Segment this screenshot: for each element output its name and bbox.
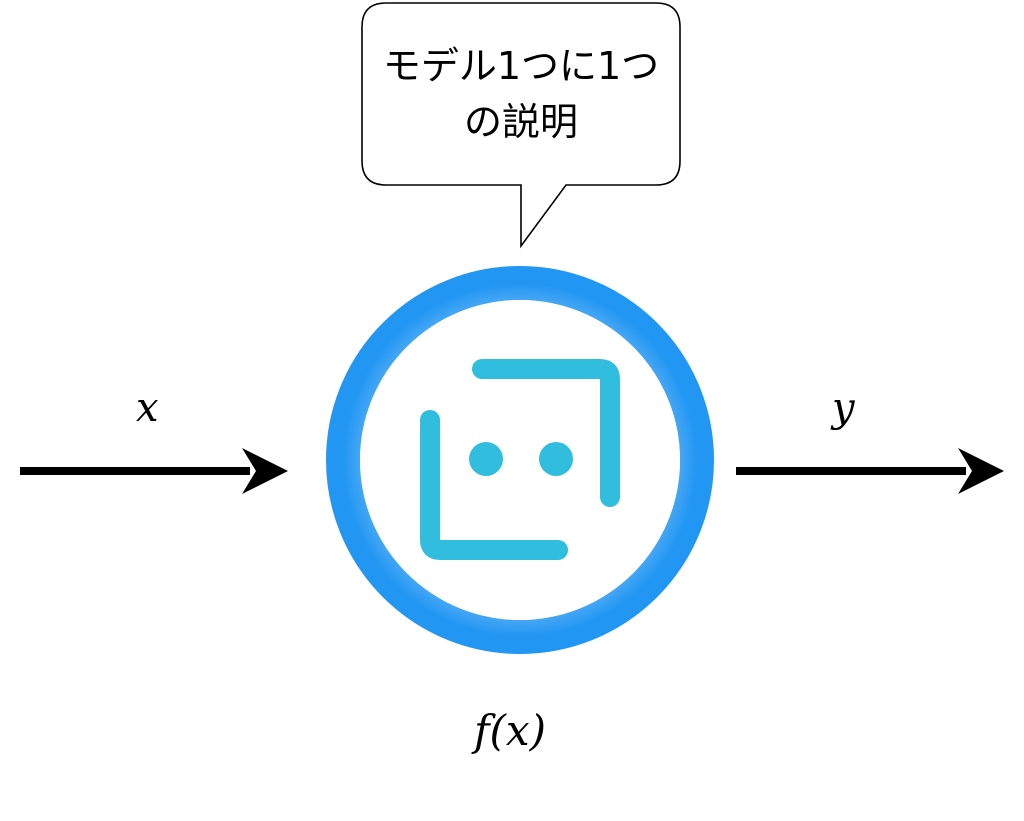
bot-eye-right (539, 442, 573, 476)
input-label: x (136, 385, 159, 431)
model-node (326, 266, 714, 654)
callout-line-2: の説明 (463, 100, 578, 144)
bot-face-icon (420, 359, 620, 560)
output-arrow (736, 448, 1004, 494)
model-ring (326, 266, 714, 654)
callout-text: モデル1つに1つ の説明 (362, 38, 680, 150)
speech-bubble (361, 2, 681, 249)
bot-eye-left (469, 442, 503, 476)
function-label: f(x) (474, 706, 547, 755)
callout-line-1: モデル1つに1つ (382, 44, 660, 88)
output-label: y (832, 385, 855, 431)
input-arrow (20, 448, 288, 494)
